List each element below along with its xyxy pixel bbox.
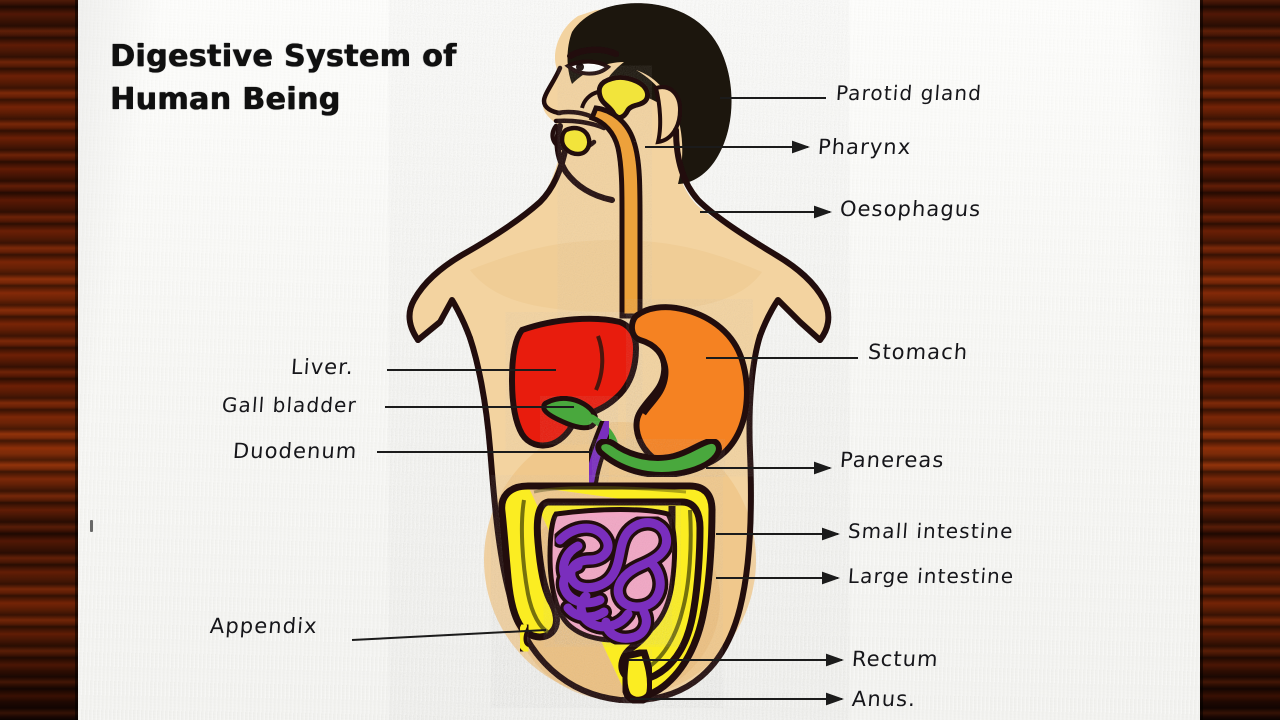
label-pharynx: Pharynx <box>817 135 913 159</box>
duodenum-group <box>581 415 617 489</box>
colon-inner-line-right <box>648 509 693 668</box>
title-line-2: Human Being <box>110 81 341 117</box>
label-stomach: Stomach <box>867 340 970 364</box>
left-arm-stump <box>415 297 473 343</box>
wooden-desk-left-border <box>0 0 78 720</box>
small-intestine-group <box>552 514 675 647</box>
small-intestine-fill <box>555 518 672 643</box>
eyebrow <box>567 46 619 59</box>
label-pancreas: Panereas <box>839 448 946 472</box>
title-line-1: Digestive System of <box>110 39 457 74</box>
liver-lobe-fissure <box>594 335 605 391</box>
stomach-inner-curve <box>639 337 669 416</box>
nose-profile <box>541 65 563 116</box>
leader-lines-group <box>351 97 858 706</box>
mouth-line <box>553 118 607 131</box>
wooden-desk-right-border <box>1200 0 1280 720</box>
torso-right-outline <box>619 333 763 704</box>
leader-line-appendix <box>351 629 547 641</box>
label-large-intestine: Large intestine <box>847 564 1016 588</box>
pancreas-group <box>595 437 722 478</box>
label-small-intestine: Small intestine <box>847 519 1015 543</box>
chest-shading <box>470 240 762 312</box>
pupil <box>576 63 584 71</box>
colon-inner-line-left <box>519 499 550 634</box>
paper-speck <box>90 520 93 532</box>
eye-shape <box>564 59 612 76</box>
salivary-duct <box>580 90 599 109</box>
pancreas-shape <box>595 437 722 478</box>
label-parotid-gland: Parotid gland <box>835 81 983 105</box>
appendix-fill <box>517 623 531 653</box>
page-title: Digestive System of Human Being <box>110 36 530 121</box>
right-arm-stump <box>757 297 823 343</box>
head-outline <box>554 123 615 203</box>
parotid-gland-shape <box>596 75 651 120</box>
torso-left-outline <box>467 335 623 703</box>
anus-opening <box>624 690 654 704</box>
neck-front-outline <box>406 143 569 343</box>
colon-haustra-top <box>533 486 687 494</box>
gall-bladder-shape <box>541 395 599 431</box>
label-rectum: Rectum <box>851 647 940 671</box>
neck-back-outline <box>673 127 832 343</box>
appendix-group <box>514 619 535 657</box>
label-oesophagus: Oesophagus <box>839 197 983 221</box>
upper-lip <box>555 109 593 119</box>
duodenum-fill <box>585 419 613 485</box>
rectum-group <box>620 647 654 705</box>
label-anus: Anus. <box>851 687 917 711</box>
sublingual-gland-shape <box>559 125 592 157</box>
